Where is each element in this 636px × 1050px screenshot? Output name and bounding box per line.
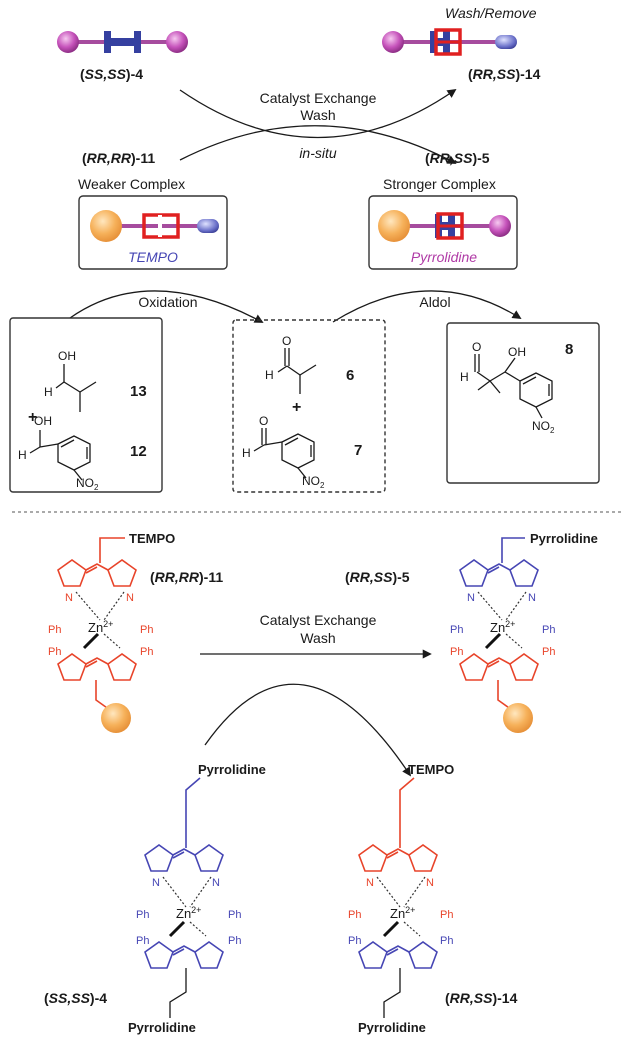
aldol-arrow (332, 290, 522, 323)
compound-8-structure (474, 354, 553, 419)
oxidation-label: Oxidation (138, 294, 197, 310)
ph-5a: Ph (450, 624, 463, 636)
zn-4: Zn2+ (176, 905, 201, 921)
compound-8-number: 8 (565, 341, 573, 358)
ph-11a: Ph (48, 624, 61, 636)
n-14a: N (366, 877, 374, 889)
bottom-exchange-line1: Catalyst Exchange (260, 612, 377, 628)
ph-11c: Ph (48, 646, 61, 658)
tempo-label-11: TEMPO (129, 531, 175, 546)
pyrrolidine-label-4-bottom: Pyrrolidine (128, 1020, 196, 1035)
ph-4c: Ph (136, 935, 149, 947)
no2-12: NO2 (76, 476, 99, 492)
complex-5 (459, 537, 539, 733)
ph-11b: Ph (140, 624, 153, 636)
weak-complex-icon (90, 210, 219, 242)
strong-complex-box (368, 195, 518, 270)
compound-13-number: 13 (130, 383, 147, 400)
exchange-arc-top (179, 88, 457, 139)
ph-5b: Ph (542, 624, 555, 636)
o-7: O (259, 414, 268, 428)
aldol-product-box (446, 322, 600, 484)
complex-4 (144, 777, 224, 1018)
weak-complex-box (78, 195, 228, 270)
alcohols-box (9, 317, 163, 493)
pyrrolidine-label-5: Pyrrolidine (530, 531, 598, 546)
bottom-label-11: (RR,RR)-11 (150, 569, 223, 585)
complex-14 (358, 777, 438, 1018)
label-ss-ss-4: (SS,SS)-4 (80, 66, 143, 82)
zn-5: Zn2+ (490, 619, 515, 635)
exchange-line1: Catalyst Exchange (260, 90, 377, 106)
bottom-exchange-line2: Wash (300, 630, 335, 646)
ph-11d: Ph (140, 646, 153, 658)
oh-8: OH (508, 345, 526, 359)
n-5b: N (528, 592, 536, 604)
n-11b: N (126, 592, 134, 604)
weak-title: Weaker Complex (78, 176, 185, 192)
o-6: O (282, 334, 291, 348)
exchange-line2: Wash (300, 107, 335, 123)
complex-11 (57, 537, 137, 733)
bottom-label-5: (RR,SS)-5 (345, 569, 410, 585)
compound-6-structure (277, 348, 317, 394)
h-8: H (460, 370, 469, 384)
oh-12: OH (34, 414, 52, 428)
zn-11: Zn2+ (88, 619, 113, 635)
ph-14a: Ph (348, 909, 361, 921)
tempo-label-14: TEMPO (408, 762, 454, 777)
h-7: H (242, 446, 251, 460)
bottom-label-14: (RR,SS)-14 (445, 990, 518, 1006)
strong-title: Stronger Complex (383, 176, 496, 192)
wash-remove-note: Wash/Remove (445, 5, 537, 21)
oxidation-arrow (69, 290, 264, 323)
compound-6-number: 6 (346, 367, 354, 384)
ph-5d: Ph (542, 646, 555, 658)
label-rr-ss-5: (RR,SS)-5 (425, 150, 490, 166)
strong-complex-icon (378, 210, 511, 242)
compound-13-structure (55, 364, 97, 412)
compound-12-number: 12 (130, 443, 147, 460)
ph-4a: Ph (136, 909, 149, 921)
pyrrolidine-label-14-bottom: Pyrrolidine (358, 1020, 426, 1035)
compound-7-number: 7 (354, 442, 362, 459)
n-4b: N (212, 877, 220, 889)
tempo-caption: TEMPO (128, 249, 178, 265)
no2-7: NO2 (302, 474, 325, 490)
aldehydes-box (232, 319, 386, 493)
insitu-arc (179, 125, 457, 164)
pyrrolidine-label-4-top: Pyrrolidine (198, 762, 266, 777)
aldol-label: Aldol (419, 294, 450, 310)
ph-14d: Ph (440, 935, 453, 947)
n-4a: N (152, 877, 160, 889)
plus-b: + (292, 399, 301, 416)
zn-14: Zn2+ (390, 905, 415, 921)
dumbbell-14-icon (382, 28, 517, 56)
label-rr-ss-14: (RR,SS)-14 (468, 66, 541, 82)
ph-4b: Ph (228, 909, 241, 921)
plus-a: + (28, 409, 37, 426)
ph-4d: Ph (228, 935, 241, 947)
o-8: O (472, 340, 481, 354)
no2-8: NO2 (532, 419, 555, 435)
ph-14c: Ph (348, 935, 361, 947)
oh-13: OH (58, 349, 76, 363)
dumbbell-4-icon (57, 31, 188, 53)
label-rr-rr-11: (RR,RR)-11 (82, 150, 155, 166)
n-5a: N (467, 592, 475, 604)
h-6: H (265, 368, 274, 382)
n-11a: N (65, 592, 73, 604)
bottom-label-4: (SS,SS)-4 (44, 990, 107, 1006)
ph-5c: Ph (450, 646, 463, 658)
compound-12-structure (29, 430, 91, 481)
n-14b: N (426, 877, 434, 889)
insitu-label: in-situ (299, 145, 337, 161)
pyrrolidine-caption: Pyrrolidine (411, 249, 477, 265)
swap-arc-bottom (204, 683, 412, 777)
h-13: H (44, 385, 53, 399)
h-12: H (18, 448, 27, 462)
compound-7-structure (253, 428, 315, 479)
ph-14b: Ph (440, 909, 453, 921)
